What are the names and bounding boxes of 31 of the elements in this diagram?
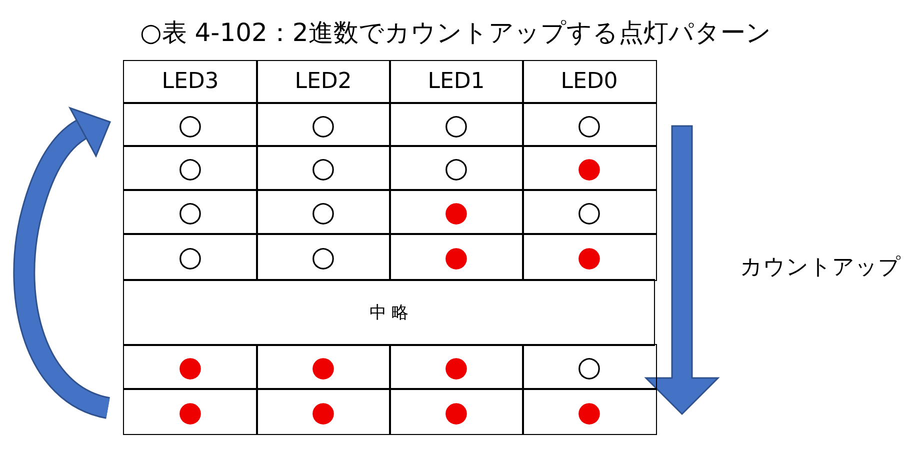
table-cell: ○ (123, 233, 258, 280)
table-cell: ○ (256, 145, 390, 190)
table-cell: ○ (389, 145, 524, 190)
table-title: ○表 4-102：2進数でカウントアップする点灯パターン (140, 17, 772, 49)
table-cell: ● (256, 344, 390, 390)
table-cell: ● (389, 344, 524, 390)
table-cell: ○ (389, 102, 524, 146)
table-cell: ● (389, 233, 524, 280)
table-cell: ● (256, 388, 390, 434)
table-cell: ● (123, 344, 258, 390)
table-cell: ● (522, 233, 656, 280)
side-label: カウントアップ (740, 254, 901, 282)
table-cell: ● (522, 145, 656, 190)
header-cell: LED1 (389, 60, 524, 104)
table-cell: ○ (123, 189, 258, 234)
header-cell: LED2 (256, 60, 390, 104)
table-cell: ○ (256, 102, 390, 146)
omitted-rows-cell: 中 略 (123, 279, 655, 346)
table-cell: ○ (123, 102, 258, 146)
table-cell: ● (389, 388, 524, 434)
table-cell: ○ (256, 233, 390, 280)
table-cell: ○ (522, 344, 656, 390)
table-cell: ○ (256, 189, 390, 234)
table-cell: ○ (522, 189, 656, 234)
table-cell: ● (123, 388, 258, 434)
header-cell: LED0 (522, 60, 656, 104)
header-cell: LED3 (123, 60, 258, 104)
table-cell: ● (522, 388, 656, 434)
table-cell: ● (389, 189, 524, 234)
table-cell: ○ (522, 102, 656, 146)
table-cell: ○ (123, 145, 258, 190)
